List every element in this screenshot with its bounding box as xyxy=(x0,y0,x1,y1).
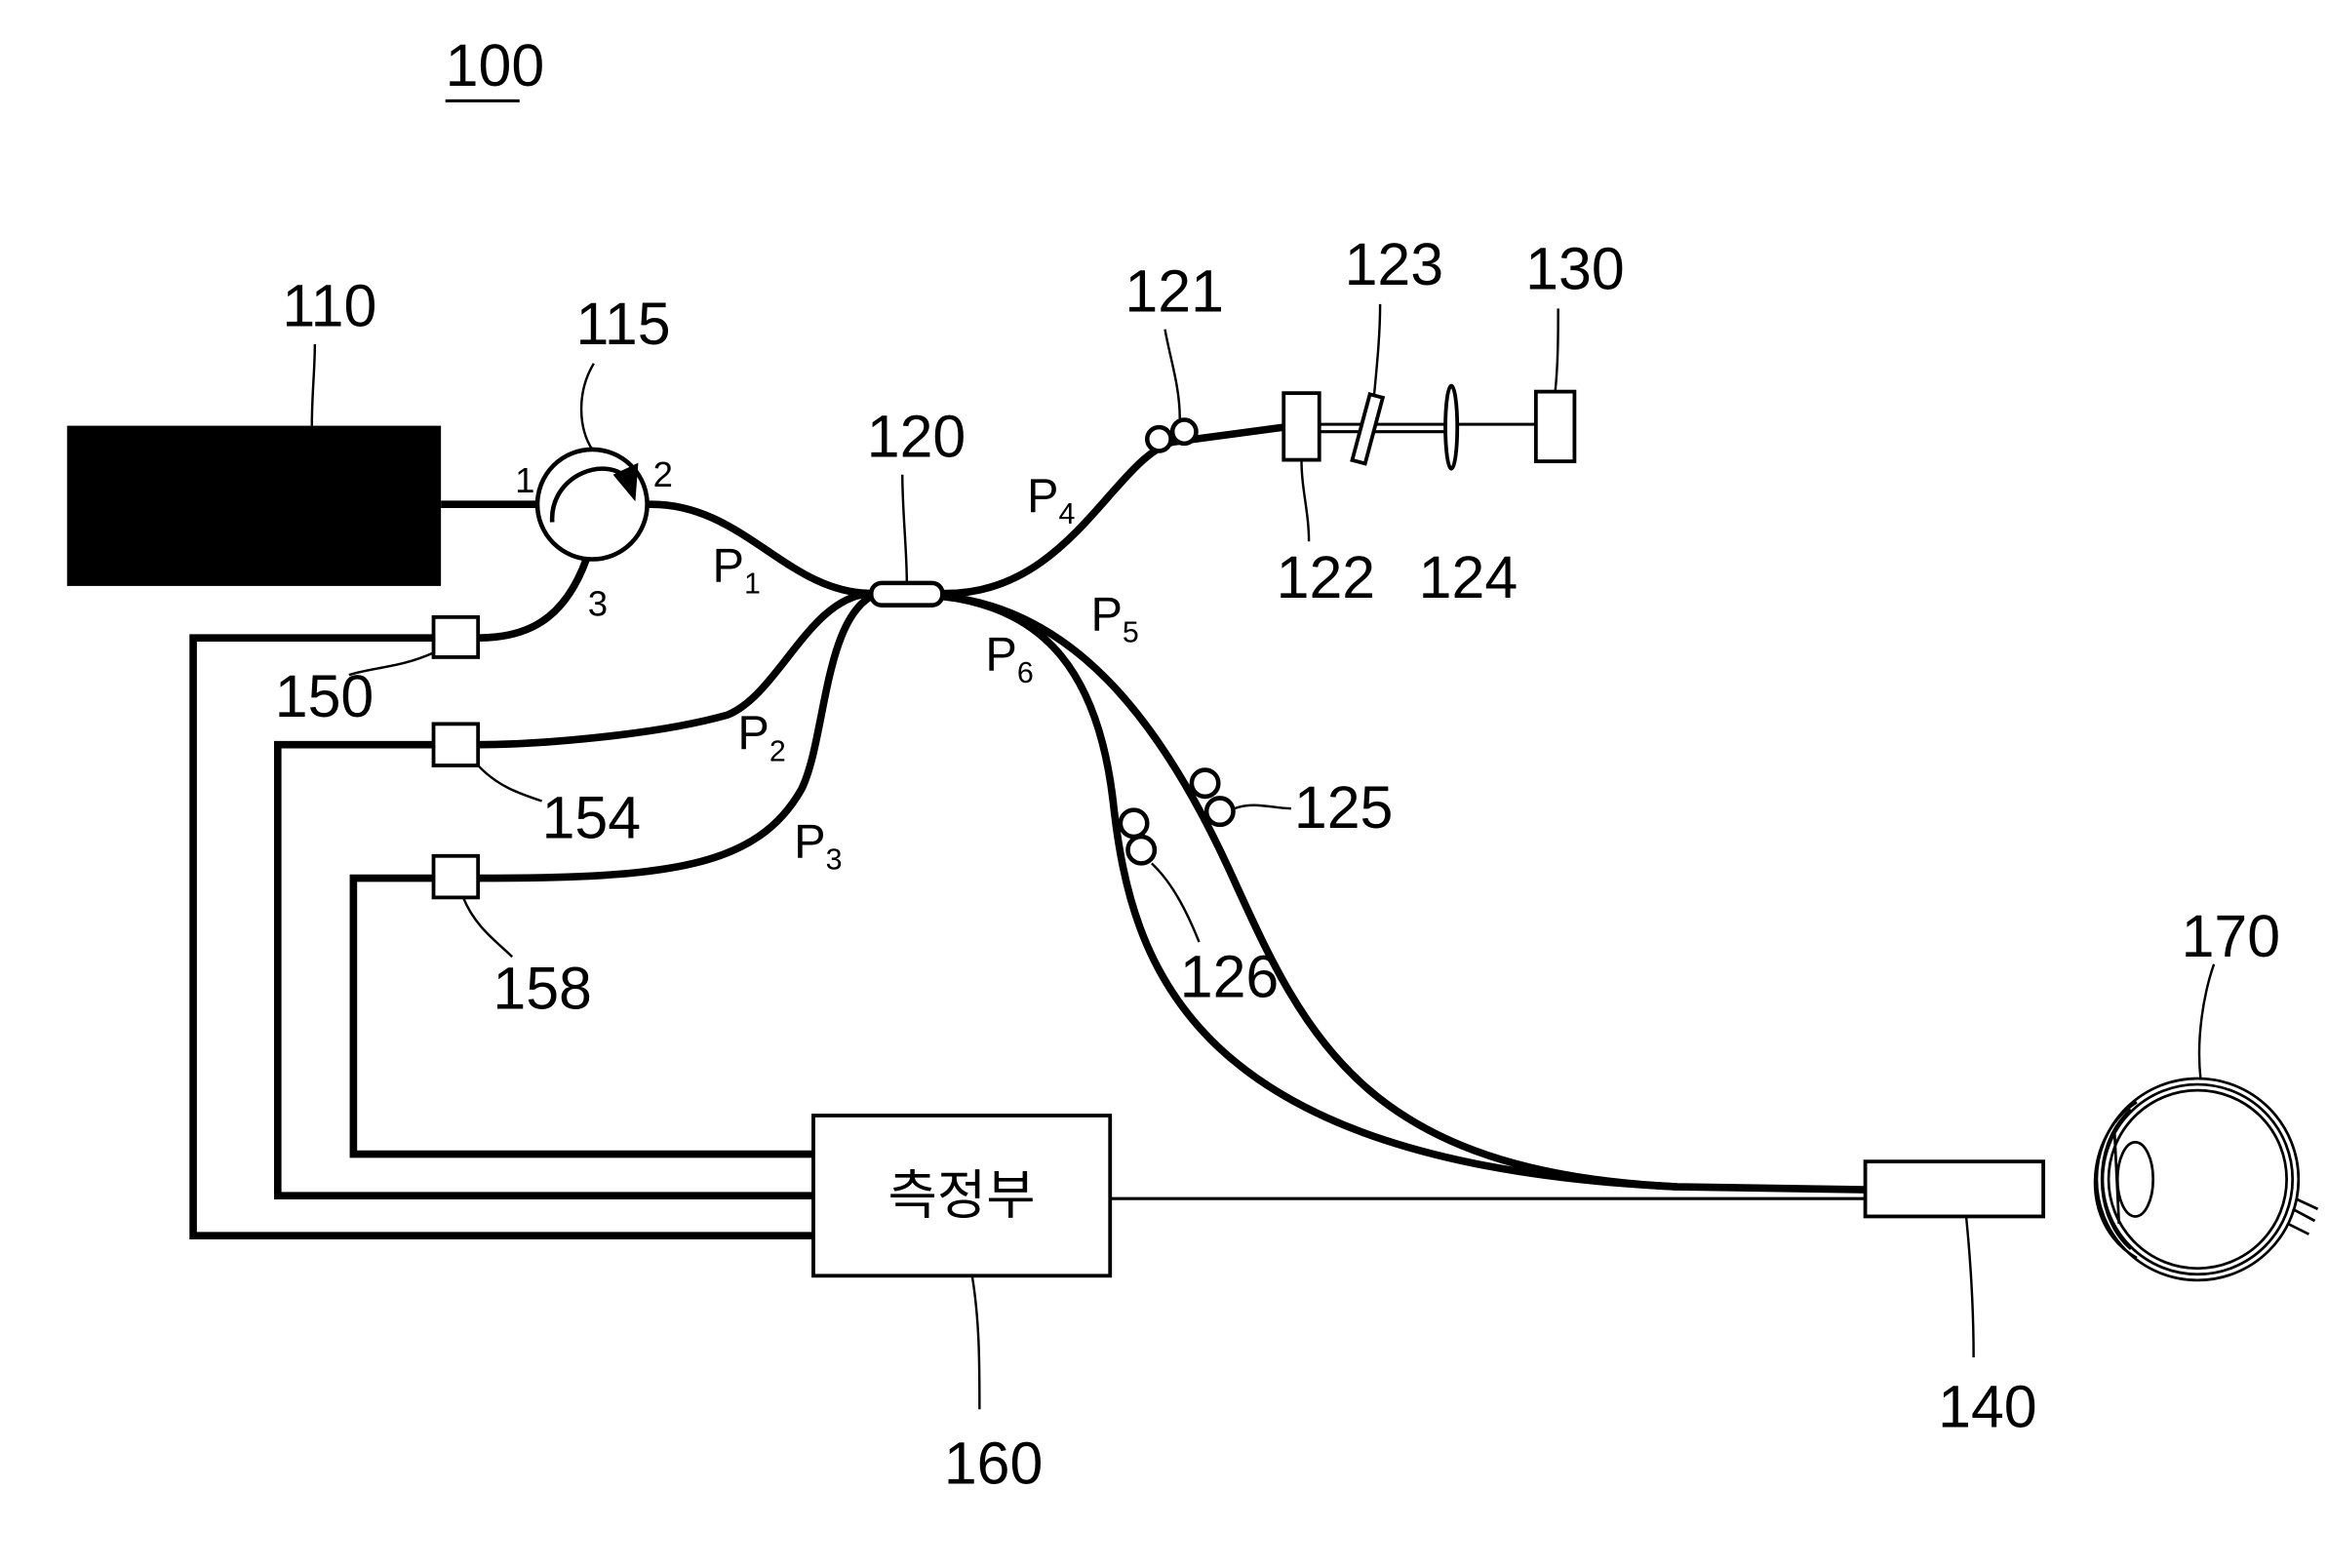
measurement-unit-text: 측정부 xyxy=(888,1163,1036,1226)
label-123: 123 xyxy=(1345,231,1444,297)
label-120: 120 xyxy=(867,404,966,470)
path-label-p3: P3 xyxy=(794,815,842,876)
fiber-p5 xyxy=(941,592,1866,1194)
label-124: 124 xyxy=(1419,544,1518,610)
fiber-p6 xyxy=(941,592,1677,1191)
port-3-label: 3 xyxy=(588,583,608,623)
path-label-p5: P5 xyxy=(1090,589,1138,649)
eye-170 xyxy=(2093,1077,2319,1282)
waveplate-123 xyxy=(1350,391,1386,466)
fiber-p1 xyxy=(647,500,872,598)
label-122: 122 xyxy=(1277,544,1376,610)
wire-154 xyxy=(273,740,813,1199)
leader-130 xyxy=(1554,308,1559,392)
path-label-p2: P2 xyxy=(737,707,785,767)
collimator-122 xyxy=(1282,391,1321,462)
label-125: 125 xyxy=(1294,774,1394,841)
fiber-p2 xyxy=(478,589,872,749)
leader-120 xyxy=(901,474,909,583)
path-label-p6: P6 xyxy=(985,629,1033,689)
leader-126 xyxy=(1151,862,1201,943)
leader-170 xyxy=(2197,963,2216,1079)
fiber-p3 xyxy=(478,593,874,882)
detector-154 xyxy=(431,722,481,767)
path-label-p1: P1 xyxy=(713,539,761,600)
label-140: 140 xyxy=(1938,1373,2037,1439)
label-130: 130 xyxy=(1525,236,1625,302)
leader-115 xyxy=(579,363,595,451)
light-source-box xyxy=(66,425,442,586)
label-110: 110 xyxy=(282,273,376,339)
label-170: 170 xyxy=(2182,903,2281,969)
leader-154 xyxy=(477,764,542,803)
port-1-label: 1 xyxy=(515,460,534,500)
leader-158 xyxy=(461,896,514,959)
measurement-unit-box xyxy=(811,1114,1113,1278)
probe-140 xyxy=(1863,1159,2046,1219)
polarization-controller-126 xyxy=(1118,807,1158,866)
system-label: 100 xyxy=(446,32,545,98)
circulator xyxy=(534,447,650,562)
label-150: 150 xyxy=(275,663,375,729)
port-2-label: 2 xyxy=(653,454,673,494)
leader-125 xyxy=(1234,804,1291,810)
fiber-port3 xyxy=(478,558,590,642)
wire-158 xyxy=(349,874,813,1158)
label-158: 158 xyxy=(493,955,592,1021)
path-label-p4: P4 xyxy=(1027,470,1075,530)
label-126: 126 xyxy=(1180,943,1280,1009)
leader-160 xyxy=(970,1275,981,1410)
label-160: 160 xyxy=(944,1430,1044,1496)
leader-121 xyxy=(1164,329,1181,419)
polarization-controller-121 xyxy=(1144,417,1199,453)
lens-124 xyxy=(1443,383,1460,471)
label-115: 115 xyxy=(576,291,671,357)
detector-158 xyxy=(431,853,481,900)
leader-150 xyxy=(348,651,435,677)
reference-mirror-130 xyxy=(1533,389,1577,464)
label-121: 121 xyxy=(1124,257,1224,324)
leader-140 xyxy=(1964,1216,1975,1357)
leader-110 xyxy=(310,343,317,426)
wire-150 xyxy=(189,634,813,1240)
leader-122 xyxy=(1300,459,1311,542)
polarization-controller-125 xyxy=(1189,767,1236,828)
detector-150 xyxy=(431,614,481,659)
label-154: 154 xyxy=(542,785,642,851)
fiber-p4 xyxy=(942,423,1284,598)
coupler xyxy=(869,580,945,608)
leader-123 xyxy=(1372,303,1382,395)
